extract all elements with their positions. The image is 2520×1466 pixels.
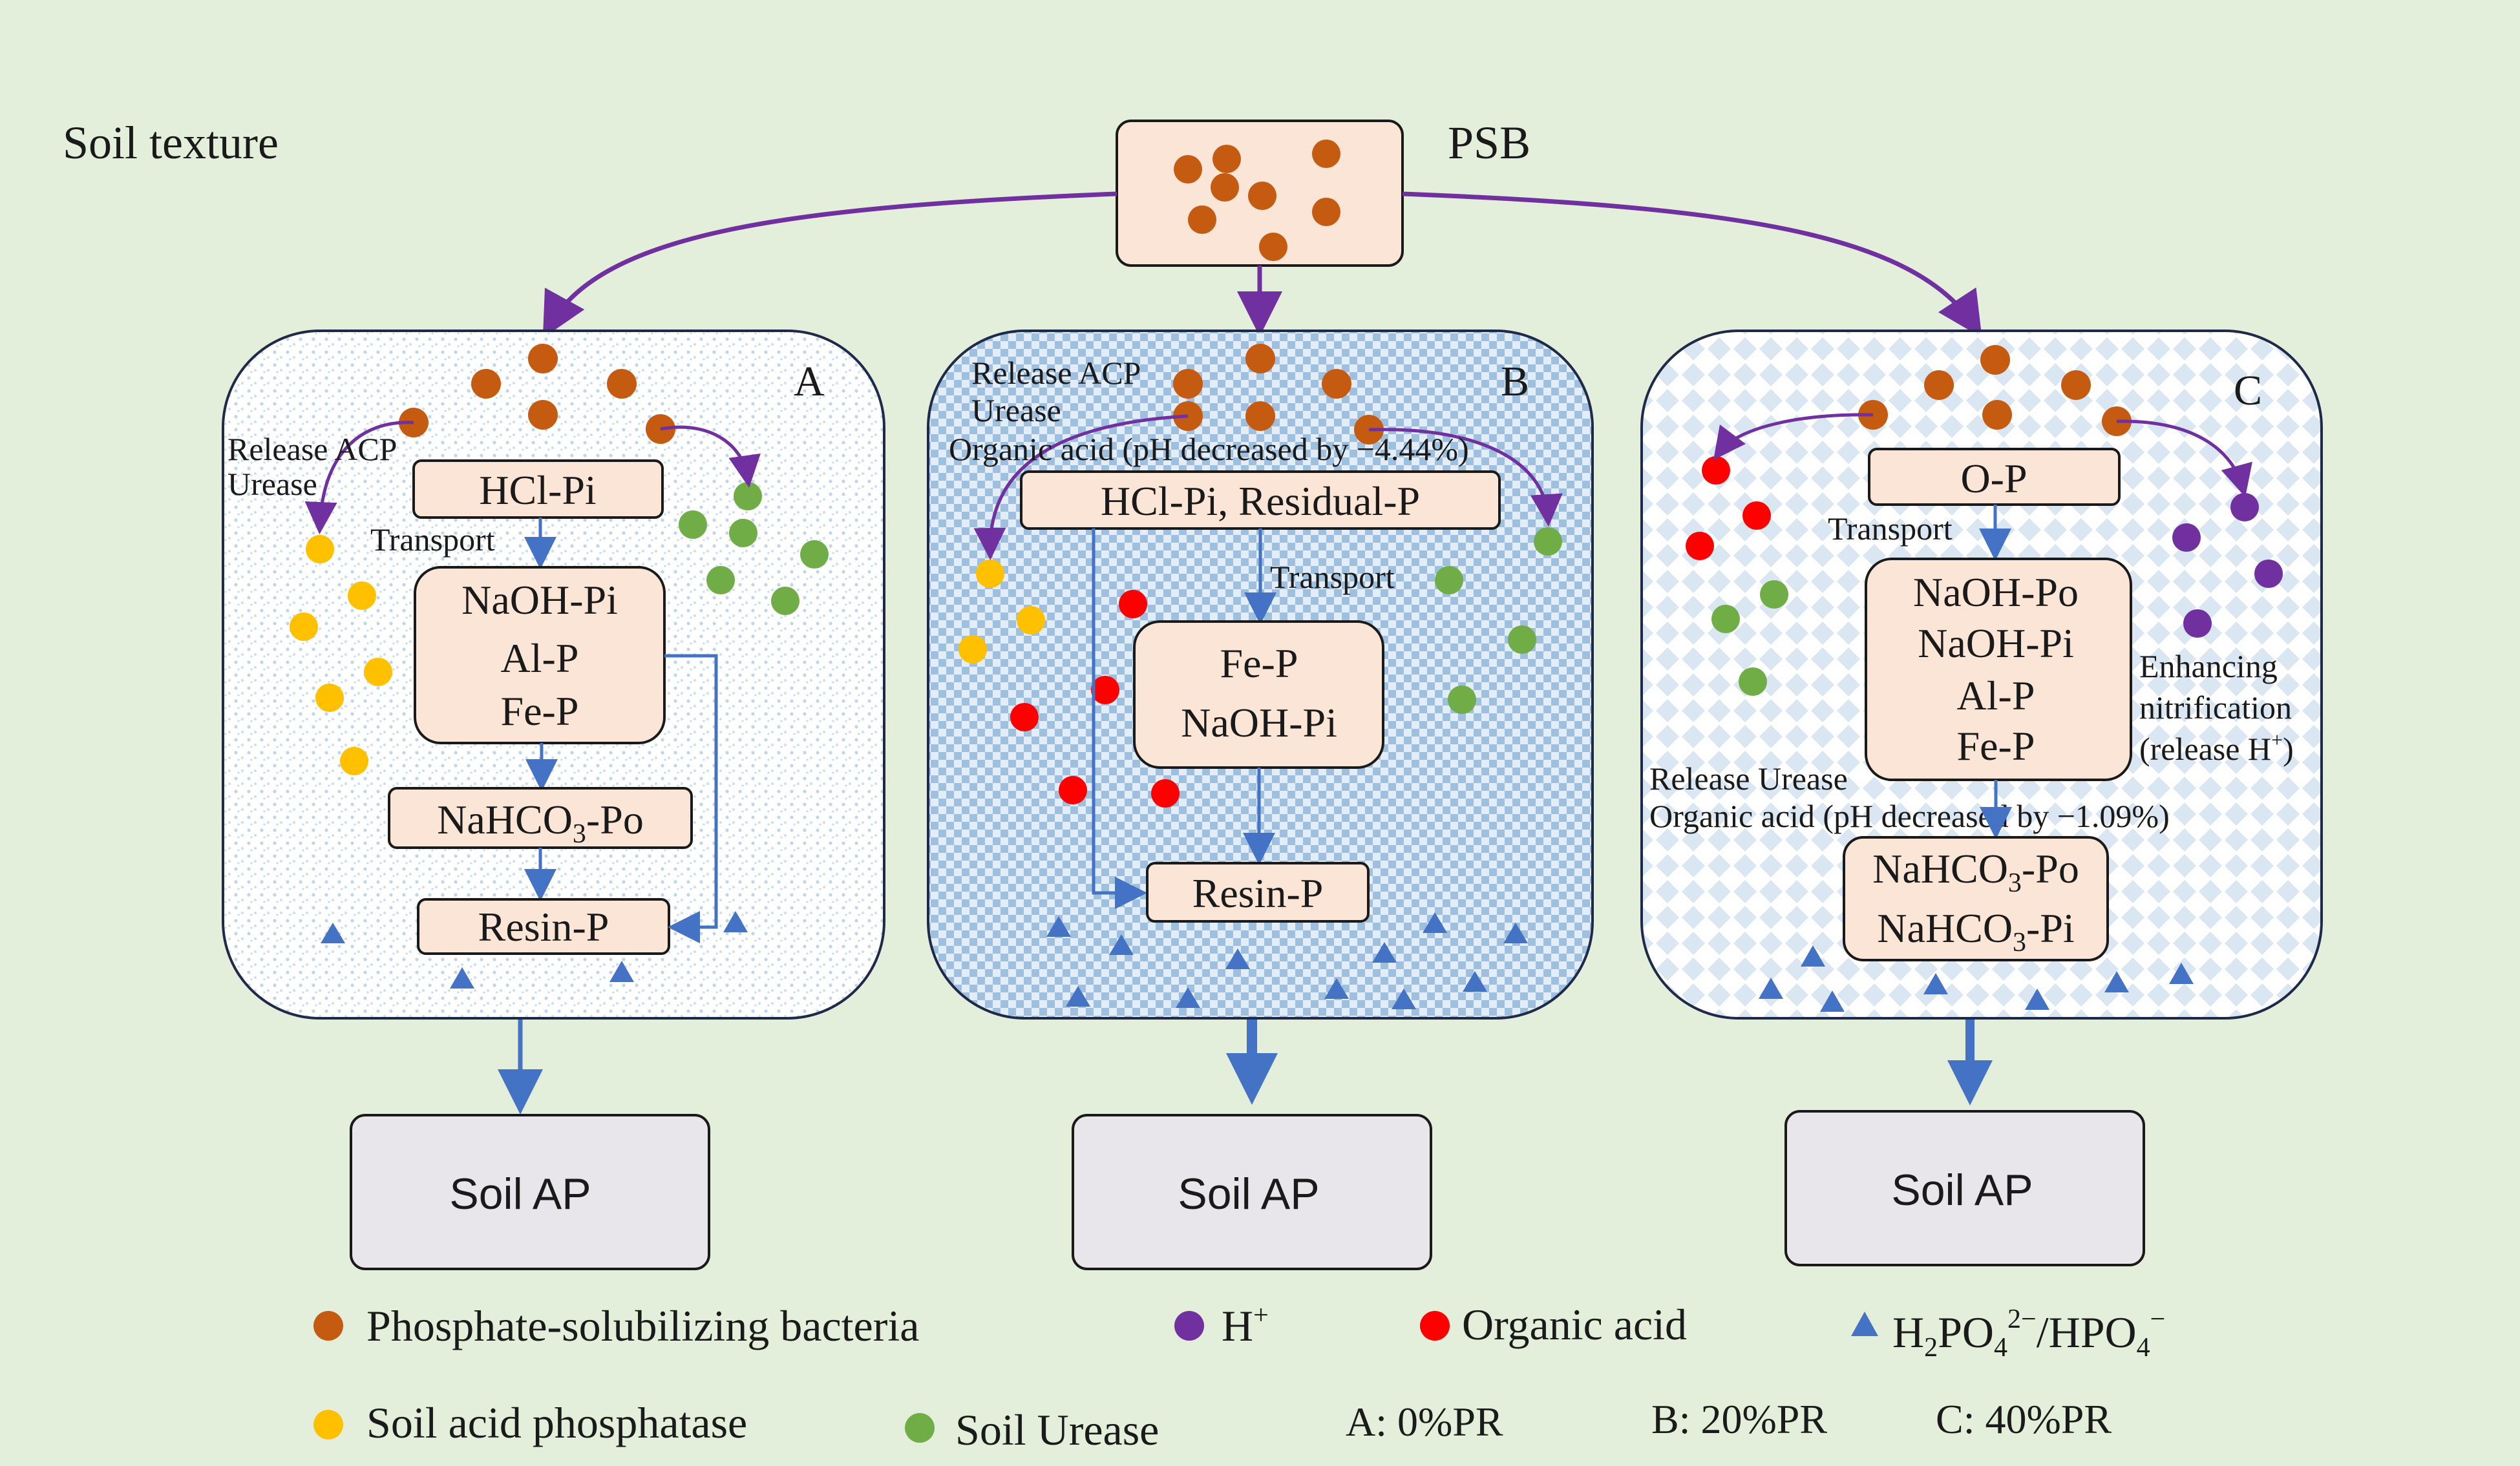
panel-a-fe-p: Fe-P (501, 688, 579, 734)
legend-h-swatch (1174, 1311, 1204, 1341)
panel-c-release-h: (release H+) (2139, 728, 2294, 767)
psb-source-box (1116, 120, 1404, 267)
panel-a-release-acp: Release ACP (228, 431, 397, 467)
panel-c-nahco3-pi: NaHCO3-Pi (1877, 905, 2074, 958)
legend-acp-label: Soil acid phosphatase (366, 1398, 747, 1447)
soil-ap-text-c: Soil AP (1891, 1166, 2033, 1215)
panel-b: B Release ACP Urease Organic acid (pH (927, 330, 1594, 1020)
panel-c-phosphate-triangles (1759, 945, 2194, 1012)
panel-c-naoh-box (1865, 558, 2132, 781)
panel-c-al-p: Al-P (1957, 673, 2035, 718)
panel-c-urease-dots (1711, 580, 1788, 696)
legend-h-label: H+ (1222, 1301, 1269, 1350)
legend-a-label: A: 0%PR (1346, 1399, 1503, 1445)
soil-ap-text-b: Soil AP (1178, 1169, 1319, 1219)
panel-a-urease: Urease (228, 466, 317, 502)
panel-c-organic-acid-dots (1686, 456, 1771, 560)
panel-c-naoh-pi: NaOH-Pi (1918, 620, 2074, 666)
panel-a-transport: Transport (370, 521, 495, 558)
panel-b-resin-text: Resin-P (1192, 870, 1324, 916)
panel-c-op-text: O-P (1960, 456, 2027, 501)
panel-b-urease-dots (1435, 527, 1562, 714)
panel-b-acp-dots (958, 560, 1045, 664)
legend-urease-label: Soil Urease (955, 1405, 1159, 1454)
soil-ap-text-a: Soil AP (449, 1169, 591, 1219)
panel-b-organic-acid-note: Organic acid (pH decreased by −4.44%) (949, 431, 1469, 467)
panel-c-nahco3-box (1843, 836, 2109, 961)
soil-ap-box-c (1784, 1110, 2145, 1266)
legend-phosphate-swatch (1851, 1312, 1878, 1336)
panel-c: C O-P Transport NaOH-Po NaOH-Pi Al- (1640, 330, 2323, 1020)
panel-b-transport: Transport (1270, 559, 1395, 595)
soil-ap-box-a (350, 1114, 710, 1270)
panel-c-naoh-po: NaOH-Po (1913, 569, 2079, 615)
soil-texture-label: Soil texture (63, 117, 279, 169)
panel-a-resin-text: Resin-P (478, 904, 609, 950)
panel-c-nitrification: nitrification (2139, 689, 2292, 726)
panel-a-letter: A (794, 358, 825, 405)
panel-b-hcl-residual-text: HCl-Pi, Residual-P (1101, 478, 1420, 524)
psb-distribution-arrows (542, 191, 1982, 339)
panel-a-phosphate-triangles (321, 911, 748, 989)
panel-c-letter: C (2234, 367, 2262, 414)
panel-a: A Release ACP Urease HCl-Pi Transport (222, 330, 885, 1020)
panel-c-transport: Transport (1828, 510, 1953, 547)
panel-b-naoh-pi: NaOH-Pi (1181, 700, 1337, 746)
panel-a-urease-dots (679, 482, 829, 615)
panel-b-letter: B (1501, 358, 1529, 405)
panel-c-fe-p: Fe-P (1957, 723, 2035, 769)
panel-b-psb-dots (1173, 344, 1384, 445)
legend-phosphate-label: H2PO42−/HPO4− (1892, 1304, 2165, 1363)
panel-c-nahco3-po: NaHCO3-Po (1872, 846, 2079, 898)
panel-b-release-acp: Release ACP (971, 355, 1141, 391)
panel-c-h-plus-dots (2172, 493, 2283, 638)
panel-c-enhancing: Enhancing (2139, 648, 2278, 684)
panel-a-hcl-pi-box (412, 459, 664, 519)
panel-a-nahco3-text: NaHCO3-Po (437, 797, 644, 849)
legend: Phosphate-solubilizing bacteria H+ Organ… (313, 1300, 2165, 1454)
panel-b-resin-box (1146, 862, 1370, 923)
legend-organic-acid-label: Organic acid (1462, 1300, 1687, 1349)
panel-a-acp-dots (290, 535, 392, 775)
soil-ap-box-b (1072, 1114, 1432, 1270)
legend-organic-acid-swatch (1420, 1311, 1450, 1341)
legend-psb-label: Phosphate-solubilizing bacteria (366, 1301, 919, 1350)
legend-acp-swatch (313, 1410, 343, 1440)
panel-a-al-p: Al-P (501, 635, 579, 681)
panel-a-hcl-pi-text: HCl-Pi (479, 467, 596, 513)
panel-c-release-urease: Release Urease (1649, 760, 1848, 797)
panel-b-fe-p: Fe-P (1220, 640, 1298, 686)
legend-psb-swatch (313, 1311, 343, 1341)
legend-c-label: C: 40%PR (1936, 1396, 2112, 1442)
panel-a-naoh-pi: NaOH-Pi (461, 577, 618, 623)
legend-b-label: B: 20%PR (1651, 1396, 1827, 1442)
panel-b-phosphate-triangles (1046, 912, 1528, 1009)
panel-c-organic-acid-note: Organic acid (pH decreased by −1.09%) (1649, 798, 2170, 834)
psb-label: PSB (1448, 117, 1530, 169)
legend-urease-swatch (905, 1413, 935, 1443)
panel-b-organic-acid-dots (1010, 590, 1180, 808)
panel-b-urease: Urease (971, 392, 1061, 428)
